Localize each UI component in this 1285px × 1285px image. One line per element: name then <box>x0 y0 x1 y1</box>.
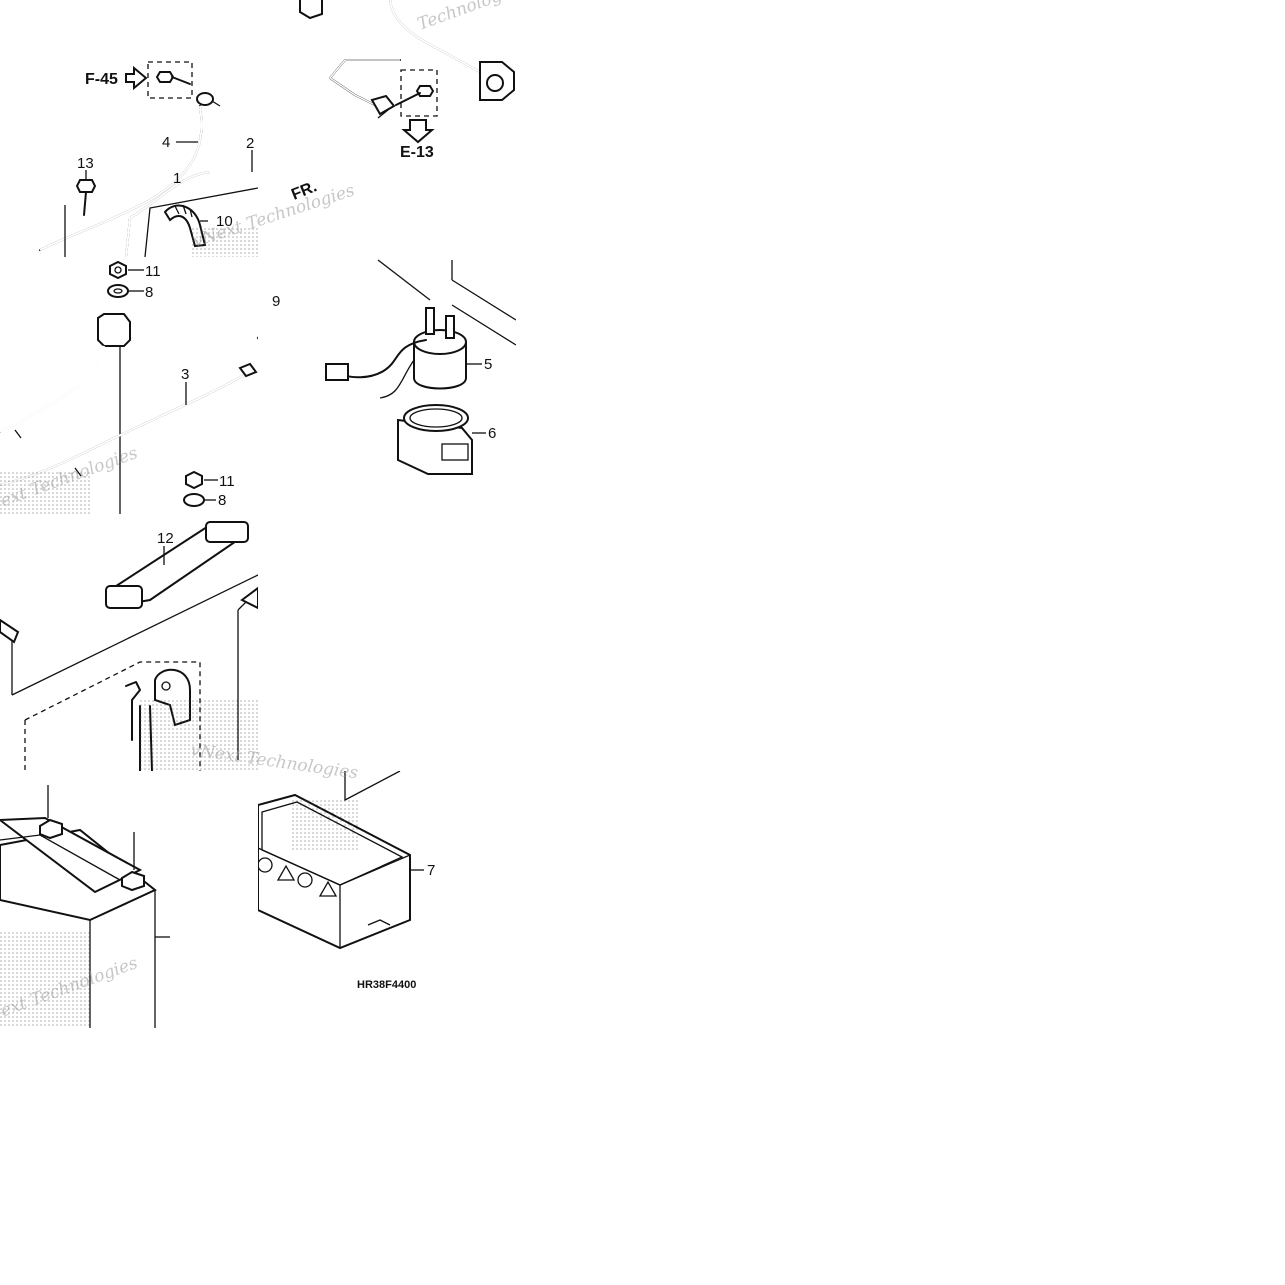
tile-middle-left <box>0 260 258 514</box>
callout-6: 6 <box>488 425 496 442</box>
callout-9: 9 <box>272 293 280 310</box>
figure-code: HR38F4400 <box>357 979 416 991</box>
callout-10: 10 <box>216 213 233 230</box>
watermark: vNext Technologies <box>189 740 359 783</box>
callout-11-upper: 11 <box>145 263 161 280</box>
callout-12: 12 <box>157 530 174 547</box>
ref-arrow-e13[interactable]: E-13 <box>400 144 434 161</box>
callout-2: 2 <box>246 135 254 152</box>
callout-5: 5 <box>484 356 492 373</box>
tile-middle-right <box>325 259 516 475</box>
callout-7: 7 <box>427 862 435 879</box>
callout-11-lower: 11 <box>219 473 235 490</box>
callout-3: 3 <box>181 366 189 383</box>
tile-bottom-left <box>0 785 170 1028</box>
callout-4: 4 <box>162 134 170 151</box>
tile-bottom-right <box>258 771 424 950</box>
part-callouts: 1 2 3 4 5 6 7 8 8 9 10 11 11 12 13 <box>77 134 496 879</box>
watermark: Technologies <box>415 0 528 35</box>
ref-arrow-f45[interactable]: F-45 <box>85 71 118 88</box>
callout-13: 13 <box>77 155 94 172</box>
tile-top-left <box>39 61 258 257</box>
tile-lower-left <box>0 521 258 771</box>
callout-1: 1 <box>173 170 181 187</box>
tile-top-right <box>299 0 515 144</box>
callout-8-lower: 8 <box>218 492 226 509</box>
callout-8-upper: 8 <box>145 284 153 301</box>
